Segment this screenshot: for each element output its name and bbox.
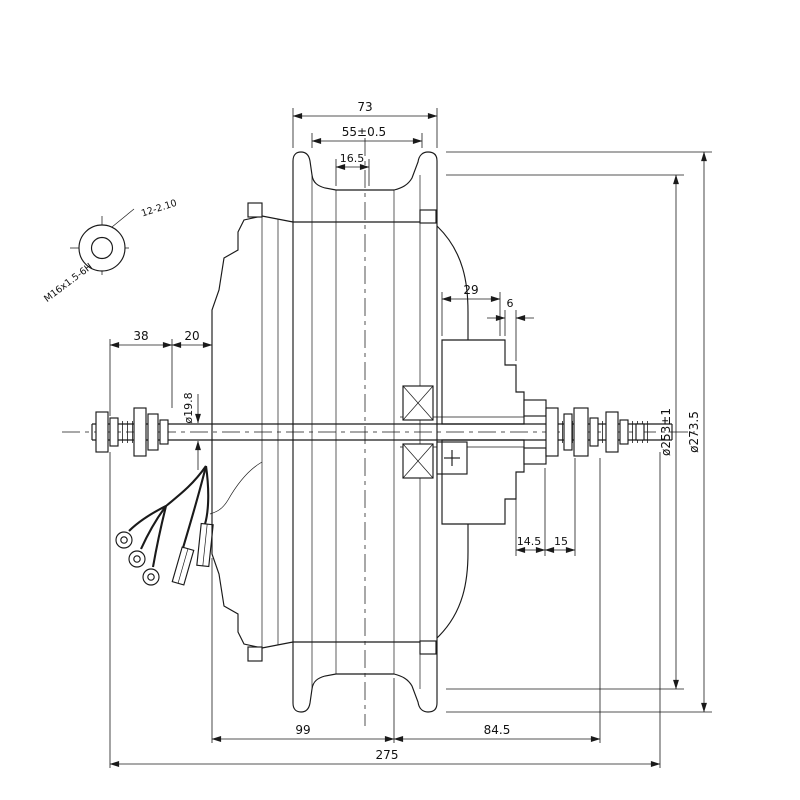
sprocket-mount-lower <box>523 447 547 465</box>
dim-rim-half-16-5: 16.5 <box>335 152 370 186</box>
right-washer-1 <box>563 413 573 451</box>
dim-label-253: ø253±1 <box>659 408 673 456</box>
dim-label-6: 6 <box>507 297 514 310</box>
cover-outline <box>211 215 294 649</box>
detail-leader-line <box>111 208 135 228</box>
dim-right-step-15: 15 <box>544 458 576 556</box>
cover-bolt-top <box>247 202 263 218</box>
dim-label-15: 15 <box>554 535 568 548</box>
detail-thread-callout: M16x1.5-6H <box>42 261 95 304</box>
wire-2 <box>140 505 167 550</box>
dim-axle-diameter-19-8: ø19.8 <box>182 392 201 470</box>
dim-label-16-5: 16.5 <box>340 152 365 165</box>
wire-5 <box>203 465 210 525</box>
dim-overall-275: 275 <box>109 452 661 768</box>
bearing-lower <box>402 443 434 479</box>
right-end-spacer <box>635 423 645 441</box>
sprocket-flange <box>545 407 559 457</box>
wire-3 <box>151 505 168 568</box>
right-washer-3 <box>619 419 629 445</box>
dim-label-29: 29 <box>463 283 478 297</box>
dim-label-273-5: ø273.5 <box>687 411 701 453</box>
dim-left-axle-38: 38 <box>109 329 173 416</box>
rim-bolt-bottom <box>419 640 437 655</box>
freewheel-block-upper <box>441 339 525 425</box>
dim-label-84-5: 84.5 <box>484 723 511 737</box>
motor-side-cover <box>209 202 437 662</box>
left-nut-2 <box>133 407 147 457</box>
blade-connector-2 <box>196 522 214 568</box>
dim-top-overall-73: 73 <box>292 100 438 148</box>
ring-terminal-3 <box>142 568 160 586</box>
axle-hardware-right <box>560 407 652 457</box>
dim-rim-width-55: 55±0.5 <box>311 125 423 148</box>
wire-bundle <box>165 465 207 507</box>
left-nut-1 <box>95 411 109 453</box>
blade-connector-1 <box>171 546 195 586</box>
left-washer-1 <box>109 417 119 447</box>
dim-freewheel-step-6: 6 <box>487 297 534 361</box>
dim-label-99: 99 <box>295 723 310 737</box>
ring-terminal-1 <box>115 531 133 549</box>
axle-detail-view: 12-2.10 M16x1.5-6H <box>42 198 178 305</box>
rim-bolt-top <box>419 209 437 224</box>
cable-conduit-line <box>209 461 263 515</box>
freewheel-assembly <box>436 225 559 639</box>
bearing-upper <box>402 385 434 421</box>
right-nut-2 <box>605 411 619 453</box>
dim-label-14-5: 14.5 <box>517 535 542 548</box>
detail-hole-callout: 12-2.10 <box>140 198 178 220</box>
right-cover-curve-top <box>436 225 469 340</box>
ring-terminal-2 <box>128 550 146 568</box>
detail-outer-circle <box>78 224 126 272</box>
dim-label-73: 73 <box>357 100 372 114</box>
dim-freewheel-29: 29 <box>441 283 501 336</box>
dim-label-19-8: ø19.8 <box>182 392 195 423</box>
dim-label-275: 275 <box>376 748 399 762</box>
wire-4 <box>181 465 208 549</box>
cover-bolt-bottom <box>247 646 263 662</box>
right-washer-2 <box>589 417 599 447</box>
sprocket-mount-upper <box>523 399 547 417</box>
wire-harness <box>115 465 214 586</box>
dim-label-55: 55±0.5 <box>342 125 386 139</box>
dim-inner-diameter-253: ø253±1 <box>446 174 684 690</box>
wheel-rim <box>292 151 438 713</box>
right-cover-curve-bottom <box>436 524 469 639</box>
dim-label-20: 20 <box>184 329 199 343</box>
dim-outer-diameter-273-5: ø273.5 <box>446 151 712 713</box>
dim-left-axle-20: 20 <box>171 329 213 348</box>
dim-label-38: 38 <box>133 329 148 343</box>
left-washer-2 <box>147 413 159 451</box>
left-spacer <box>159 419 169 445</box>
dim-bottom-99: 99 <box>211 558 395 743</box>
dim-bottom-84-5: 84.5 <box>393 458 601 743</box>
detail-shaft-section <box>90 236 114 260</box>
dimensions: 73 55±0.5 16.5 29 6 <box>109 100 712 768</box>
freewheel-block-lower <box>441 439 525 525</box>
wire-1 <box>128 505 167 532</box>
right-nut-1 <box>573 407 589 457</box>
dim-right-step-14-5: 14.5 <box>515 468 546 556</box>
axle-hardware-left <box>94 407 169 457</box>
